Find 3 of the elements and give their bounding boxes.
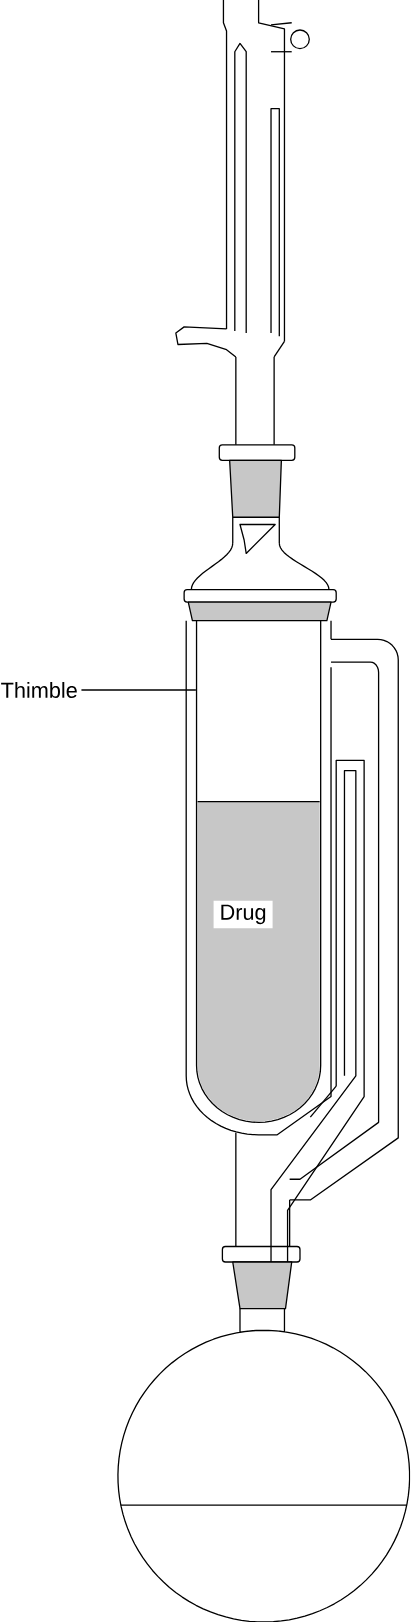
thimble — [196, 620, 322, 1123]
thimble-label: Thimble — [1, 682, 77, 698]
leader-line — [80, 689, 197, 691]
